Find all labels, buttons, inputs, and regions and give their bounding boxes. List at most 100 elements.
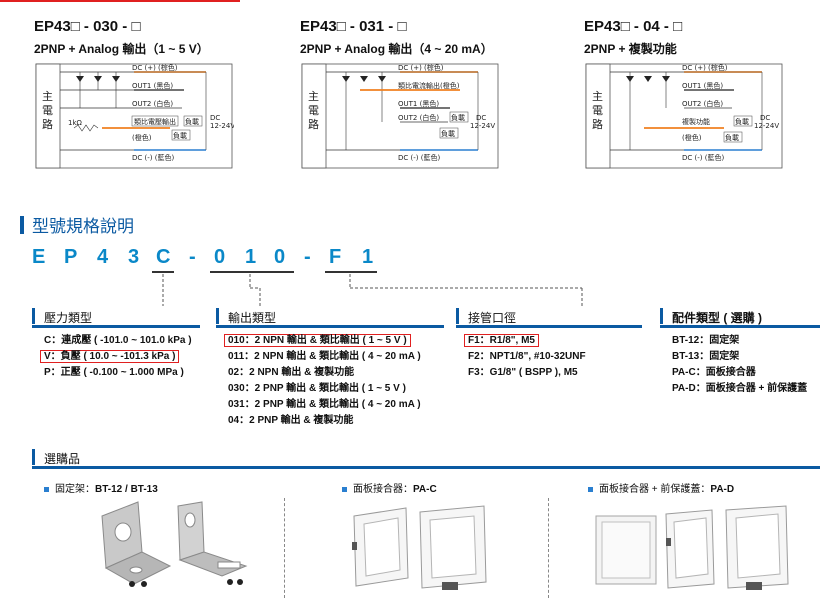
cat-title-output: 輸出類型 [228,311,277,325]
top-rule [0,0,240,2]
highlight-box: V：負壓 ( 10.0 ~ -101.3 kPa ) [40,350,180,363]
wiring-diagram-04: 主 電 路 DC (+) (棕色) OUT1 (黑色) OUT2 (白色) 複製… [585,63,783,169]
svg-text:路: 路 [308,118,319,131]
bullet-icon [588,486,593,492]
option-row: PA-D：面板接合器 + 前保護蓋 [672,383,808,394]
svg-text:1kΩ: 1kΩ [68,119,83,127]
bullet-icon [44,486,49,492]
svg-text:電: 電 [42,104,53,117]
code-char: 3 [128,246,140,268]
svg-text:DC: DC [476,114,486,122]
accessories-heading: 選購品 [44,452,81,466]
cat-rule-pressure [32,325,200,328]
svg-text:負載: 負載 [441,129,455,138]
accessory-divider [284,498,285,598]
code-char: 0 [274,246,286,268]
svg-text:OUT2 (白色): OUT2 (白色) [682,99,723,108]
code-char: - [189,246,196,268]
svg-text:類比電壓輸出: 類比電壓輸出 [134,117,176,126]
option-row: 030：2 PNP 輸出 & 類比輸出 ( 1 ~ 5 V ) [228,383,406,394]
accessory-divider [548,498,549,598]
svg-text:OUT2 (白色): OUT2 (白色) [132,99,173,108]
cat-tick-port [456,308,459,324]
option-row-highlighted: F1：R1/8", M5 [464,333,586,349]
accessory-pad-label: 面板接合器 + 前保護蓋：PA-D [588,480,734,495]
code-char: - [304,246,311,268]
svg-text:負載: 負載 [451,113,465,122]
accessory-pac-label: 面板接合器：PA-C [342,480,437,495]
option-row: F3：G1/8" ( BSPP ), M5 [468,367,578,378]
option-row: 031：2 PNP 輸出 & 類比輸出 ( 4 ~ 20 mA ) [228,399,421,410]
svg-text:複製功能: 複製功能 [682,117,710,126]
cat-tick-output [216,308,219,324]
svg-text:12-24V: 12-24V [470,122,495,130]
code-underline-output [210,271,294,273]
accessory-bracket-label: 固定架：BT-12 / BT-13 [44,480,158,495]
panel-adapter-pac-image [352,505,487,590]
spec-heading: 型號規格說明 [20,212,134,237]
code-char: 0 [214,246,226,268]
model-title-04: EP43□ - 04 - □ [584,18,683,35]
bullet-icon [342,486,347,492]
svg-text:DC (+) (棕色): DC (+) (棕色) [682,63,728,72]
svg-text:OUT1 (黑色): OUT1 (黑色) [682,81,723,90]
code-underline-pressure [152,271,174,273]
option-row: F2：NPT1/8", #10-32UNF [468,351,586,362]
svg-text:類比電流輸出(橙色): 類比電流輸出(橙色) [398,81,460,90]
bracket-bt13-image [177,501,248,585]
accessories-tick [32,449,35,465]
code-char: 1 [245,246,257,268]
cat-title-accessory: 配件類型 ( 選購 ) [672,311,762,325]
svg-text:12-24V: 12-24V [210,122,234,130]
svg-text:(橙色): (橙色) [682,133,702,142]
svg-text:路: 路 [42,118,53,131]
cat-rule-output [216,325,444,328]
bracket-bt12-image [101,501,172,587]
option-row: 011：2 NPN 輸出 & 類比輸出 ( 4 ~ 20 mA ) [228,351,421,362]
code-char: C [156,246,171,268]
svg-text:OUT1 (黑色): OUT1 (黑色) [132,81,173,90]
svg-text:(橙色): (橙色) [132,133,152,142]
pressure-options: C：連成壓 ( -101.0 ~ 101.0 kPa ) V：負壓 ( 10.0… [40,333,192,381]
heading-bar [20,215,24,234]
highlight-box: F1：R1/8", M5 [464,334,539,347]
highlight-box: 010：2 NPN 輸出 & 類比輸出 ( 1 ~ 5 V ) [224,334,411,347]
svg-text:負載: 負載 [185,117,199,126]
code-char: 1 [362,246,374,268]
model-subtitle-031: 2PNP + Analog 輸出（4 ~ 20 mA） [300,42,493,56]
code-char: E [32,246,46,268]
main-circuit-label: 主 [42,90,53,103]
accessories-rule [32,466,820,469]
code-char: F [329,246,342,268]
code-char: 4 [97,246,109,268]
accessory-options: BT-12：固定架 BT-13：固定架 PA-C：面板接合器 PA-D：面板接合… [672,333,807,397]
cat-rule-port [456,325,642,328]
svg-text:DC (-) (藍色): DC (-) (藍色) [132,153,174,162]
code-char: P [64,246,78,268]
svg-text:電: 電 [592,104,603,117]
code-connectors [162,274,583,306]
code-underline-port [325,271,377,273]
spec-heading-text: 型號規格說明 [32,217,134,236]
cat-tick-pressure [32,308,35,324]
cat-title-pressure: 壓力類型 [44,311,93,325]
model-title-030: EP43□ - 030 - □ [34,18,141,35]
option-row: P：正壓 ( -0.100 ~ 1.000 MPa ) [44,367,184,378]
option-row: BT-13：固定架 [672,351,740,362]
model-subtitle-04: 2PNP + 複製功能 [584,42,677,56]
wiring-diagram-031: 主 電 路 DC (+) (棕色) 類比電流輸出(橙色) OUT1 (黑色) O… [301,63,499,169]
option-row: C：連成壓 ( -101.0 ~ 101.0 kPa ) [44,335,192,346]
svg-text:12-24V: 12-24V [754,122,779,130]
panel-adapter-pad-image [595,505,789,590]
svg-text:電: 電 [308,104,319,117]
cat-title-port: 接管口徑 [468,311,517,325]
svg-text:主: 主 [308,90,319,103]
svg-text:路: 路 [592,118,603,131]
svg-text:OUT1 (黑色): OUT1 (黑色) [398,99,439,108]
svg-text:DC (-) (藍色): DC (-) (藍色) [398,153,440,162]
output-options: 010：2 NPN 輸出 & 類比輸出 ( 1 ~ 5 V ) 011：2 NP… [224,333,421,429]
model-code: E P 4 3 C - 0 1 0 - F 1 [0,246,830,286]
option-row: 04：2 PNP 輸出 & 複製功能 [228,415,354,426]
svg-text:DC: DC [760,114,770,122]
svg-text:OUT2 (白色): OUT2 (白色) [398,113,439,122]
